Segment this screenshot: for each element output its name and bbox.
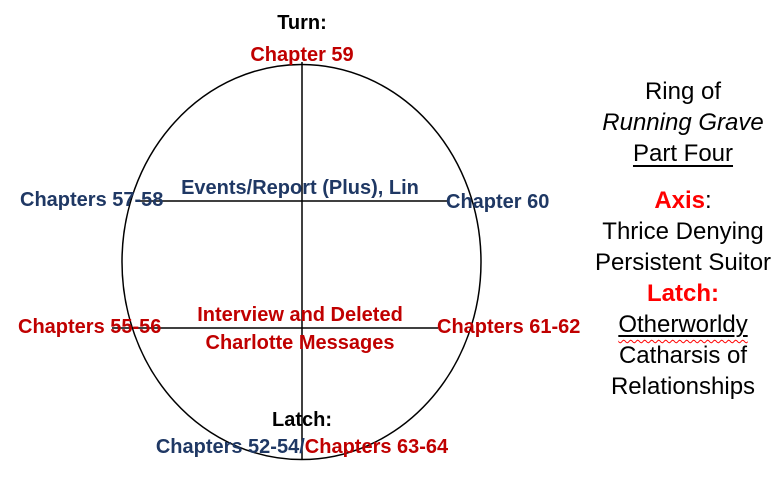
panel-title-line3: Part Four xyxy=(632,140,734,167)
panel-title-line1: Ring of xyxy=(644,78,722,105)
spellcheck-squiggle: Otherworldy xyxy=(618,311,748,338)
latch-label: Latch: xyxy=(272,409,332,431)
panel-axis-heading: Axis: xyxy=(583,185,783,216)
panel-latch-desc-line2: Catharsis of xyxy=(618,342,748,369)
latch-value: Chapters 52-54/Chapters 63-64 xyxy=(156,436,448,458)
panel-title-line2: Running Grave xyxy=(602,109,764,136)
upper-right-label: Chapter 60 xyxy=(446,191,550,213)
lower-axis-label-line2: Charlotte Messages xyxy=(205,332,395,354)
lower-right-label: Chapters 61-62 xyxy=(437,316,581,338)
lower-left-label: Chapters 55-56 xyxy=(18,316,162,338)
panel-latch-desc-line1: Otherworldy xyxy=(583,309,783,340)
panel-axis-colon: : xyxy=(705,187,712,214)
lower-axis-label-line1: Interview and Deleted xyxy=(197,304,403,326)
panel-latch-desc-line3: Relationships xyxy=(610,373,756,400)
upper-axis-label: Events/Report (Plus), Lin xyxy=(181,177,419,199)
misspelled-word-underline: Otherworldy xyxy=(618,311,747,338)
upper-left-label: Chapters 57-58 xyxy=(20,189,164,211)
latch-value-red: Chapters 63-64 xyxy=(304,436,449,458)
panel-axis-desc-line1: Thrice Denying xyxy=(602,218,764,245)
panel-axis-word: Axis xyxy=(654,187,706,214)
turn-value: Chapter 59 xyxy=(250,44,354,66)
legend-panel: Ring of Running Grave Part Four Axis: Th… xyxy=(583,76,783,402)
panel-axis-desc-line2: Persistent Suitor xyxy=(594,249,772,276)
turn-label: Turn: xyxy=(277,12,327,34)
panel-latch-heading: Latch: xyxy=(647,280,719,307)
latch-value-blue: Chapters 52-54/ xyxy=(155,436,305,458)
